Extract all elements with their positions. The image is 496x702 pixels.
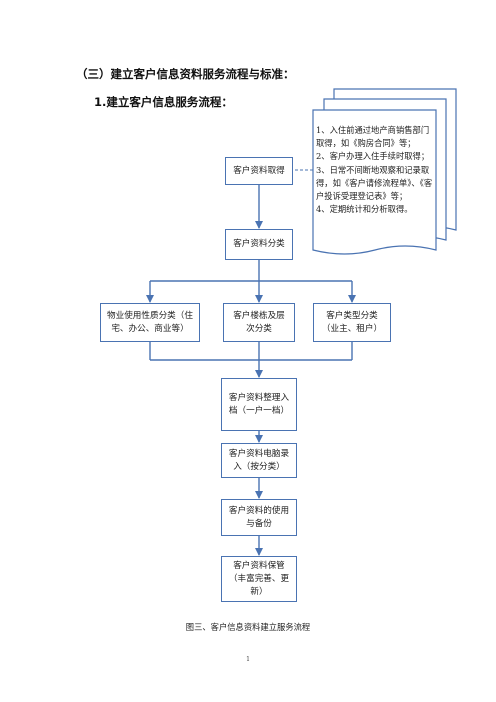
note-line: 1、入住前通过地产商销售部门取得，如《购房合同》等； bbox=[316, 125, 430, 149]
node-classify: 客户资料分类 bbox=[225, 229, 293, 260]
node-by-usage: 物业使用性质分类（住宅、办公、商业等） bbox=[100, 303, 200, 342]
node-storage: 客户资料保管（丰富完善、更新） bbox=[221, 556, 297, 602]
note-document-stack bbox=[312, 88, 457, 255]
note-line: 3、日常不间断地观察和记录取得，如《客户请修流程单》、《客户投诉受理登记表》等； bbox=[316, 164, 433, 202]
note-line: 2、客户办理入住手续时取得； bbox=[316, 151, 430, 162]
node-use-backup: 客户资料的使用与备份 bbox=[221, 499, 297, 536]
node-computer-entry: 客户资料电脑录入（按分类） bbox=[221, 443, 297, 478]
section-heading: （三）建立客户信息资料服务流程与标准： bbox=[76, 67, 295, 81]
page-number: 1 bbox=[246, 656, 250, 663]
figure-caption: 图三、客户信息资料建立服务流程 bbox=[185, 622, 311, 632]
subsection-heading: 1.建立客户信息服务流程： bbox=[94, 95, 233, 109]
node-acquire: 客户资料取得 bbox=[225, 157, 293, 185]
node-archive: 客户资料整理入档（一户一档） bbox=[221, 378, 297, 431]
node-by-type: 客户类型分类（业主、租户） bbox=[313, 303, 391, 342]
note-line: 4、定期统计和分析取得。 bbox=[316, 204, 413, 215]
note-text: 1、入住前通过地产商销售部门取得，如《购房合同》等； 2、客户办理入住手续时取得… bbox=[316, 124, 436, 216]
node-by-building: 客户楼栋及层次分类 bbox=[223, 303, 295, 342]
